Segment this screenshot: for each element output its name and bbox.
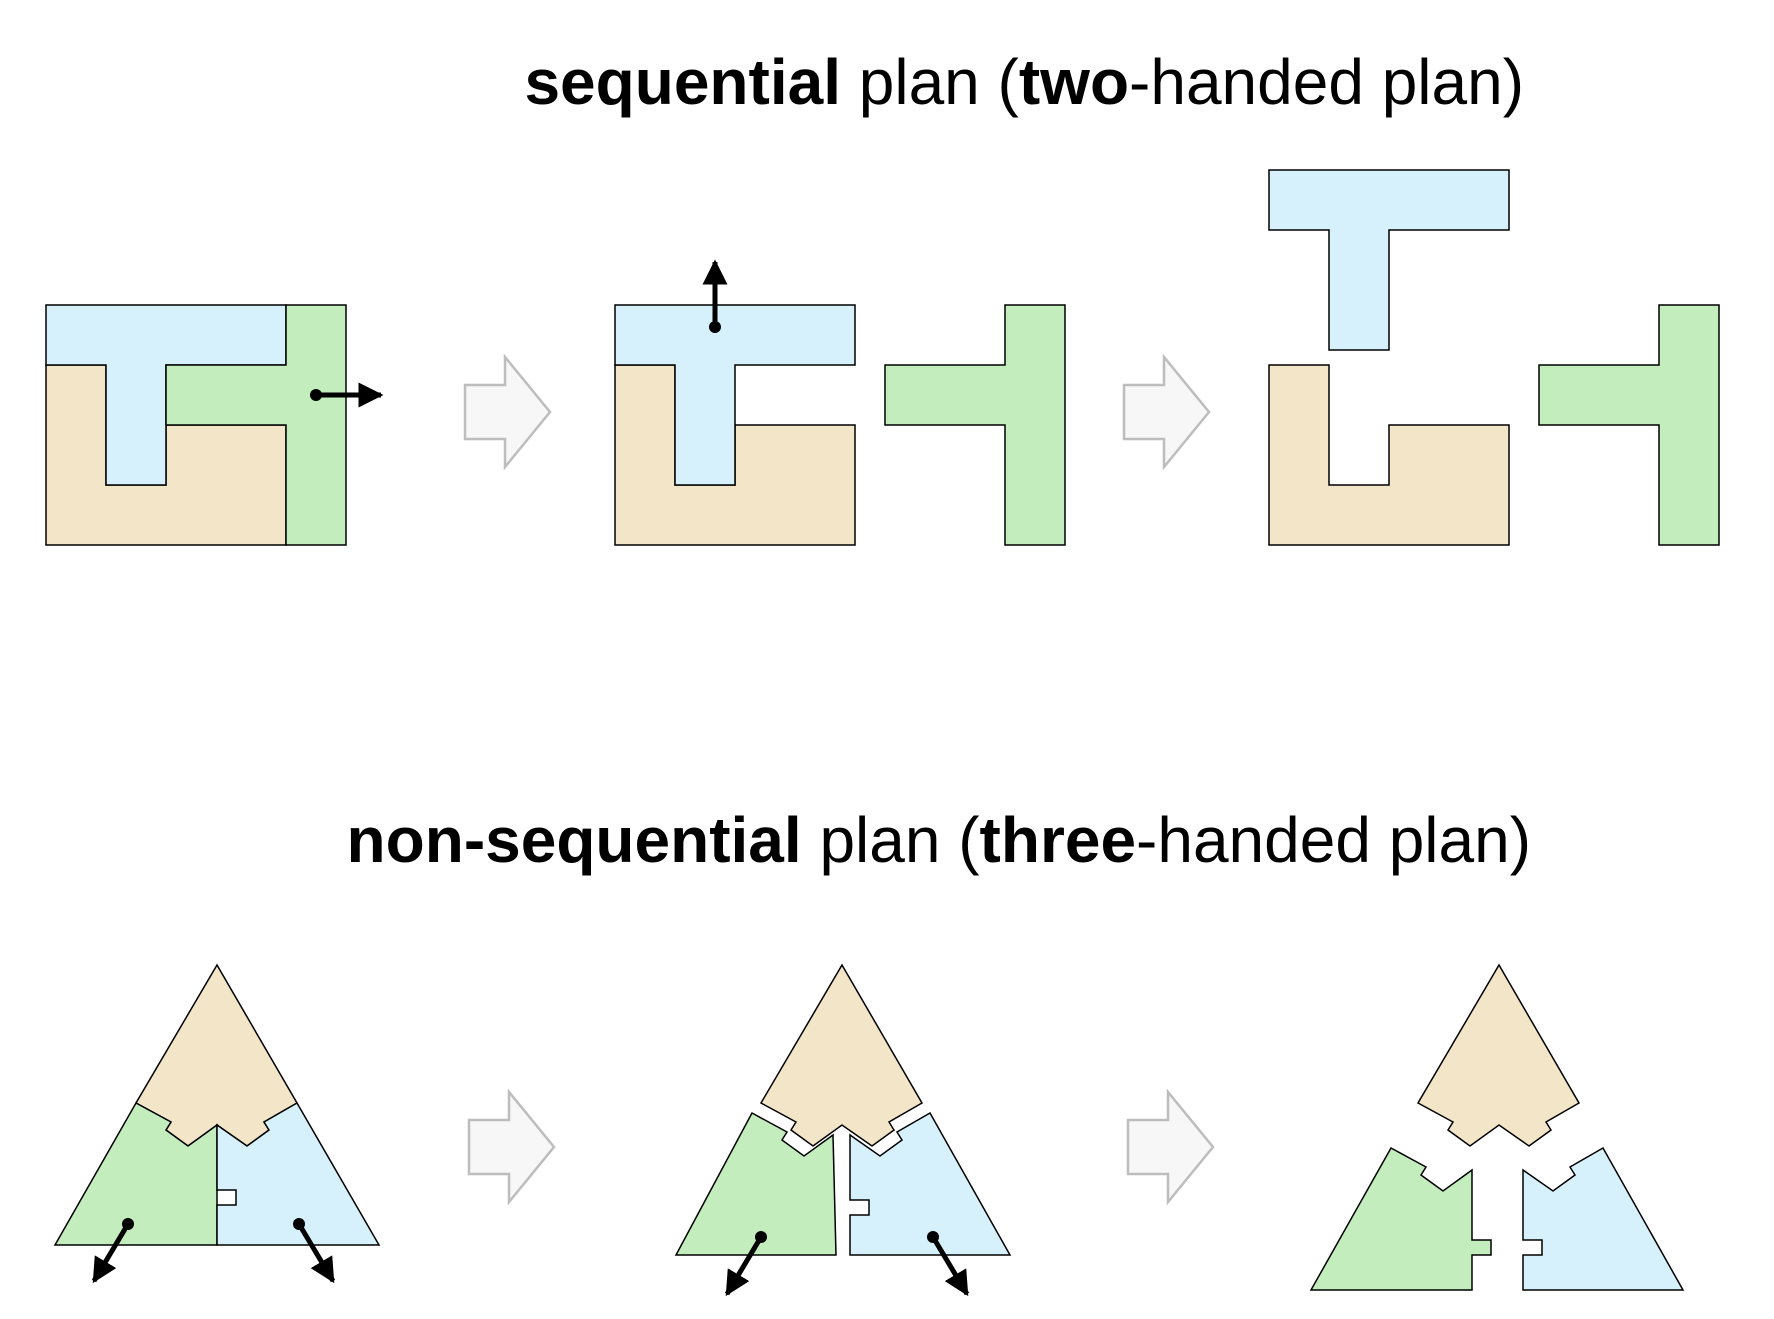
motion-arrow-down-left: [724, 1235, 764, 1297]
green-left-part: [674, 1111, 837, 1256]
motion-arrow-origin: [310, 389, 322, 401]
blue-right-part: [1522, 1146, 1685, 1291]
seq-stage-3: [1268, 169, 1720, 546]
nonseq-stage-1-assembled: [53, 963, 381, 1284]
motion-arrow-down-right: [296, 1222, 336, 1284]
motion-arrow-origin: [927, 1231, 939, 1243]
green-t-part: [1538, 304, 1720, 546]
motion-arrow-down-left: [91, 1222, 131, 1284]
blue-t-part: [1268, 169, 1510, 351]
nonseq-stage-3: [1309, 963, 1685, 1291]
step-arrow-2: [1122, 353, 1211, 471]
step-arrow-4: [1126, 1088, 1215, 1206]
tan-top-part: [1416, 963, 1581, 1147]
nonseq-stage-2: [674, 963, 1012, 1297]
motion-arrow-origin: [293, 1218, 305, 1230]
non-sequential-plan-title: non-sequential plan (three-handed plan): [347, 808, 1531, 872]
motion-arrow-origin: [709, 321, 721, 333]
blue-t-part: [614, 304, 856, 486]
non-sequential-title-text: plan (: [801, 804, 980, 876]
seq-stage-1-assembled: [45, 304, 384, 546]
motion-arrow-origin: [755, 1231, 767, 1243]
non-sequential-title-bold: non-sequential: [346, 804, 802, 876]
green-t-part: [165, 304, 347, 546]
non-sequential-title-suffix: -handed plan): [1136, 804, 1531, 876]
sequential-title-hands: two: [1018, 46, 1130, 118]
tan-top-part: [759, 963, 924, 1147]
step-arrow-1: [463, 353, 552, 471]
step-arrow-3: [467, 1088, 556, 1206]
seq-stage-2: [614, 259, 1066, 546]
motion-arrow-origin: [122, 1218, 134, 1230]
tan-u-part: [1268, 364, 1510, 546]
motion-arrow-down-right: [930, 1235, 970, 1297]
sequential-title-suffix: -handed plan): [1129, 46, 1524, 118]
non-sequential-title-hands: three: [979, 804, 1137, 876]
green-left-part: [1309, 1146, 1492, 1291]
sequential-title-text: plan (: [840, 46, 1019, 118]
green-t-part: [884, 304, 1066, 546]
blue-right-part: [216, 1101, 381, 1246]
sequential-plan-title: sequential plan (two-handed plan): [524, 50, 1524, 114]
blue-right-part: [849, 1111, 1012, 1256]
sequential-title-bold: sequential: [524, 46, 841, 118]
